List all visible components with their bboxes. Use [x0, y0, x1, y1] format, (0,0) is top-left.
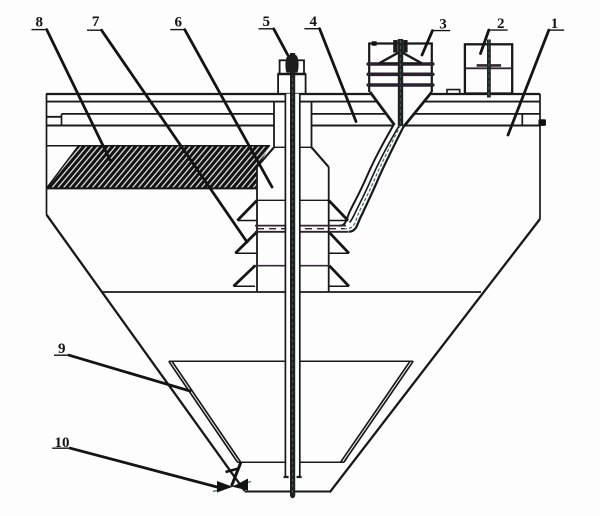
svg-text:1: 1 — [551, 16, 559, 32]
svg-text:4: 4 — [309, 14, 317, 30]
svg-text:8: 8 — [35, 15, 43, 31]
svg-text:9: 9 — [58, 341, 66, 357]
svg-text:7: 7 — [92, 14, 100, 30]
svg-text:2: 2 — [497, 16, 505, 32]
svg-text:10: 10 — [55, 435, 70, 451]
svg-text:5: 5 — [262, 14, 270, 30]
svg-text:3: 3 — [439, 17, 447, 33]
svg-text:6: 6 — [175, 15, 183, 31]
